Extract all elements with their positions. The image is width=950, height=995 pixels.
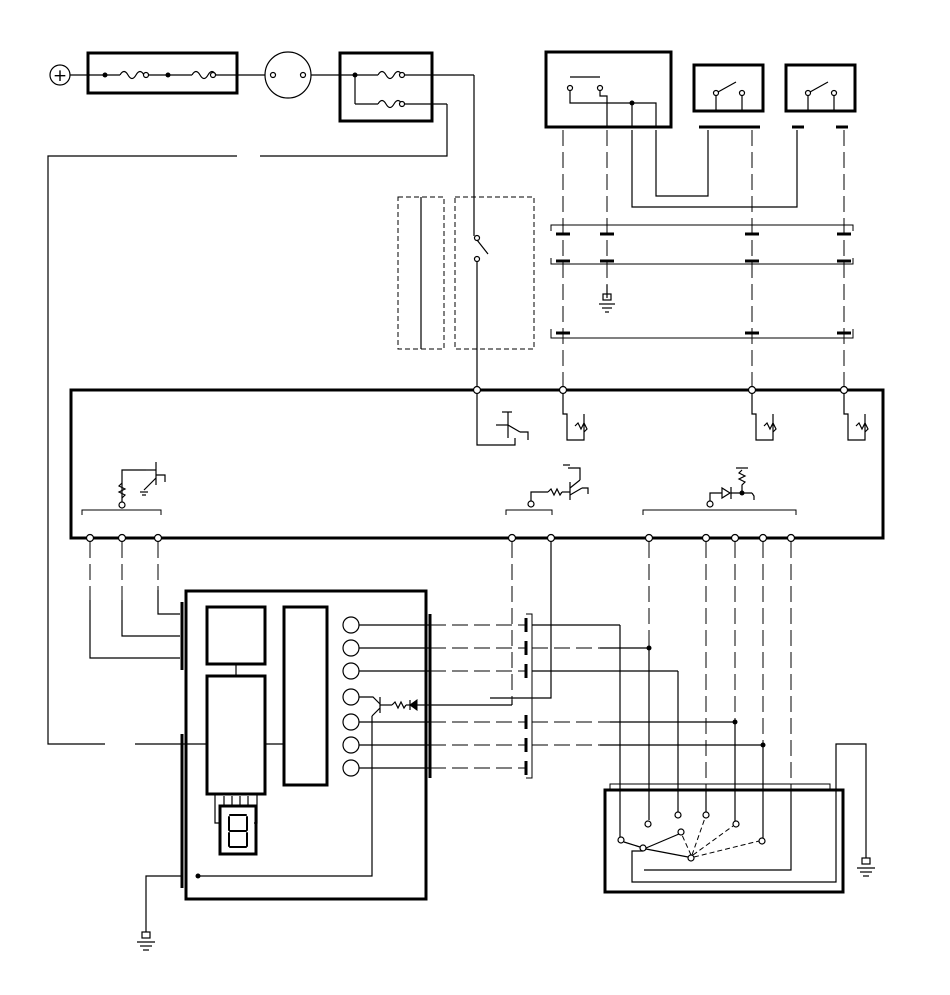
fuse-icon (377, 70, 403, 80)
relay-switch-icon (473, 234, 489, 263)
ground-icon (137, 931, 155, 951)
fuse-icon (191, 70, 217, 80)
fuse-icon (377, 99, 403, 109)
relay-dashed-area (397, 196, 535, 390)
resistor-icon (751, 394, 777, 441)
resistor-icon (391, 700, 407, 710)
lamp-icon (264, 51, 340, 99)
seven-segment-display-icon (214, 794, 258, 856)
ground-icon (857, 857, 875, 877)
transistor-icon (81, 462, 166, 515)
connector-strip (550, 224, 854, 339)
resistor-icon (562, 394, 588, 441)
switch-box-3 (784, 63, 857, 129)
resistor-icon (843, 394, 869, 441)
rotary-selector-switch-icon (603, 743, 867, 894)
instrument-cluster (180, 589, 432, 901)
fuse-icon (119, 70, 145, 80)
switch-box-2 (692, 63, 765, 129)
ground-icon (599, 285, 615, 313)
transistor-icon (505, 464, 589, 515)
transistor-icon (198, 696, 430, 877)
transistor-icon (476, 394, 529, 446)
fuse-box (86, 51, 265, 95)
diode-icon (409, 699, 418, 711)
cluster-connector-strip (524, 613, 533, 779)
battery-plus-icon: + (53, 66, 67, 86)
relay-box (338, 51, 474, 123)
switch-box-1 (544, 50, 673, 129)
battery-positive-terminal: + (49, 64, 71, 86)
diode-icon (642, 467, 797, 515)
